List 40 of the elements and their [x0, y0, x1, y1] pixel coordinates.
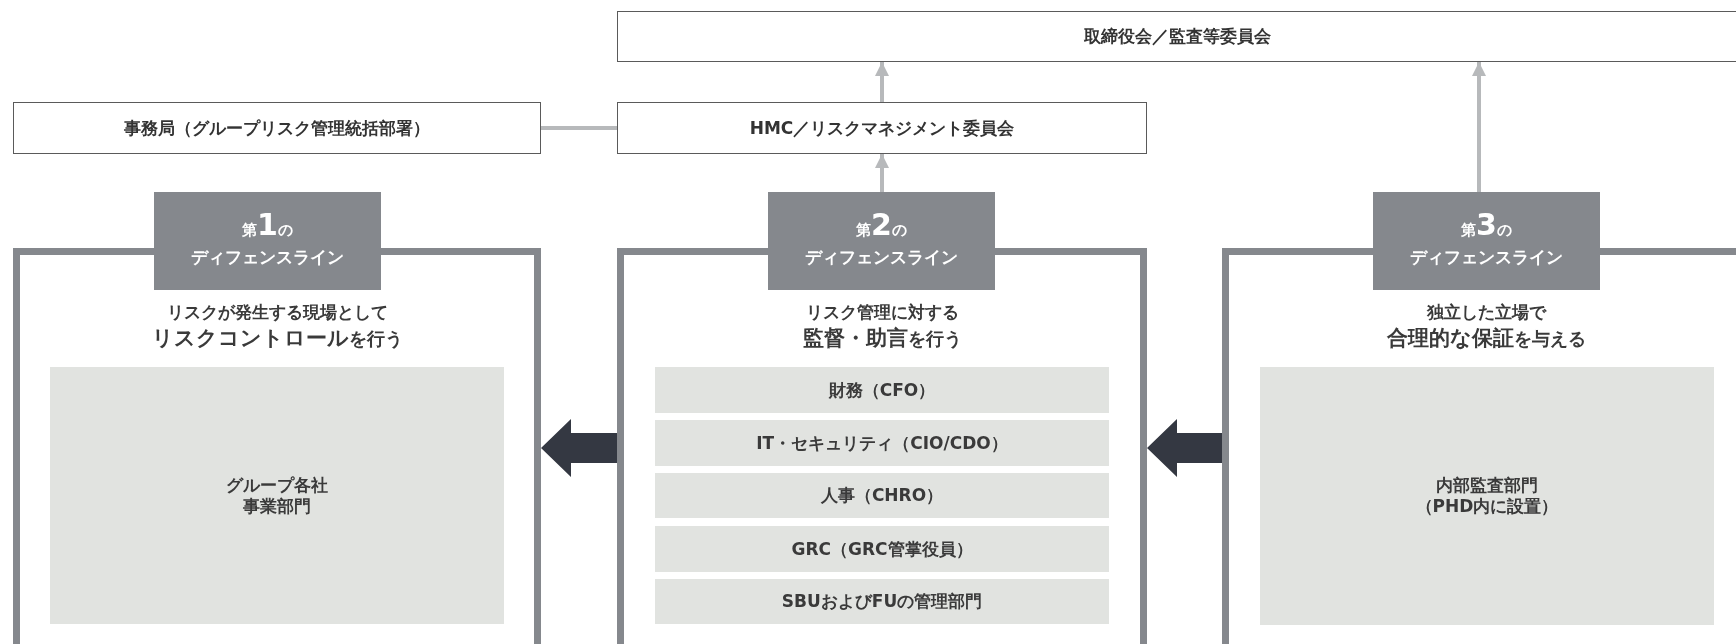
department-name: IT・セキュリティ（CIO/CDO） [756, 432, 1008, 454]
arrow [875, 62, 889, 102]
role-subheading: 独立した立場で [1426, 301, 1546, 324]
department-name: 人事（CHRO） [820, 485, 944, 506]
role-heading: リスクコントロールを行う [151, 325, 403, 352]
function-row [655, 367, 1109, 413]
function-row [655, 526, 1109, 572]
role-subheading: リスクが発生する現場として [166, 301, 388, 324]
committee-box: 取締役会／監査等委員会 [617, 11, 1736, 62]
tab-title: ディフェンスライン [191, 245, 344, 268]
line-number-label: 第3の [1461, 208, 1512, 244]
defense-line-panel [617, 192, 1147, 644]
department-name: 内部監査部門 [1436, 475, 1538, 496]
role-heading: 合理的な保証を与える [1386, 325, 1586, 352]
department-name: グループ各社 [226, 474, 328, 496]
committee-box: 事務局（グループリスク管理統括部署） [13, 102, 541, 154]
block-arrow [541, 419, 617, 477]
role-subheading: リスク管理に対する [805, 301, 959, 324]
tab-title: ディフェンスライン [805, 245, 958, 268]
department-name: 財務（CFO） [828, 379, 936, 401]
line-number-label: 第1の [242, 208, 293, 244]
department-name: SBUおよびFUの管理部門 [781, 591, 983, 612]
arrow [875, 154, 889, 192]
function-row [655, 579, 1109, 624]
tab-title: ディフェンスライン [1410, 245, 1563, 268]
department-name: （PHD内に設置） [1415, 496, 1559, 517]
committee-box: HMC／リスクマネジメント委員会 [617, 102, 1147, 154]
block-arrow [1147, 419, 1222, 477]
department-name: GRC（GRC管掌役員） [791, 538, 973, 560]
department-box [50, 367, 504, 624]
line-number-label: 第2の [856, 208, 907, 244]
function-row [655, 473, 1109, 518]
defense-line-panel [13, 192, 541, 644]
department-name: 事業部門 [243, 495, 311, 517]
function-row [655, 420, 1109, 466]
arrow [1472, 62, 1486, 192]
defense-line-panel [1222, 192, 1736, 644]
connector-line [541, 126, 617, 130]
role-heading: 監督・助言を行う [802, 325, 962, 352]
department-box [1260, 367, 1714, 625]
